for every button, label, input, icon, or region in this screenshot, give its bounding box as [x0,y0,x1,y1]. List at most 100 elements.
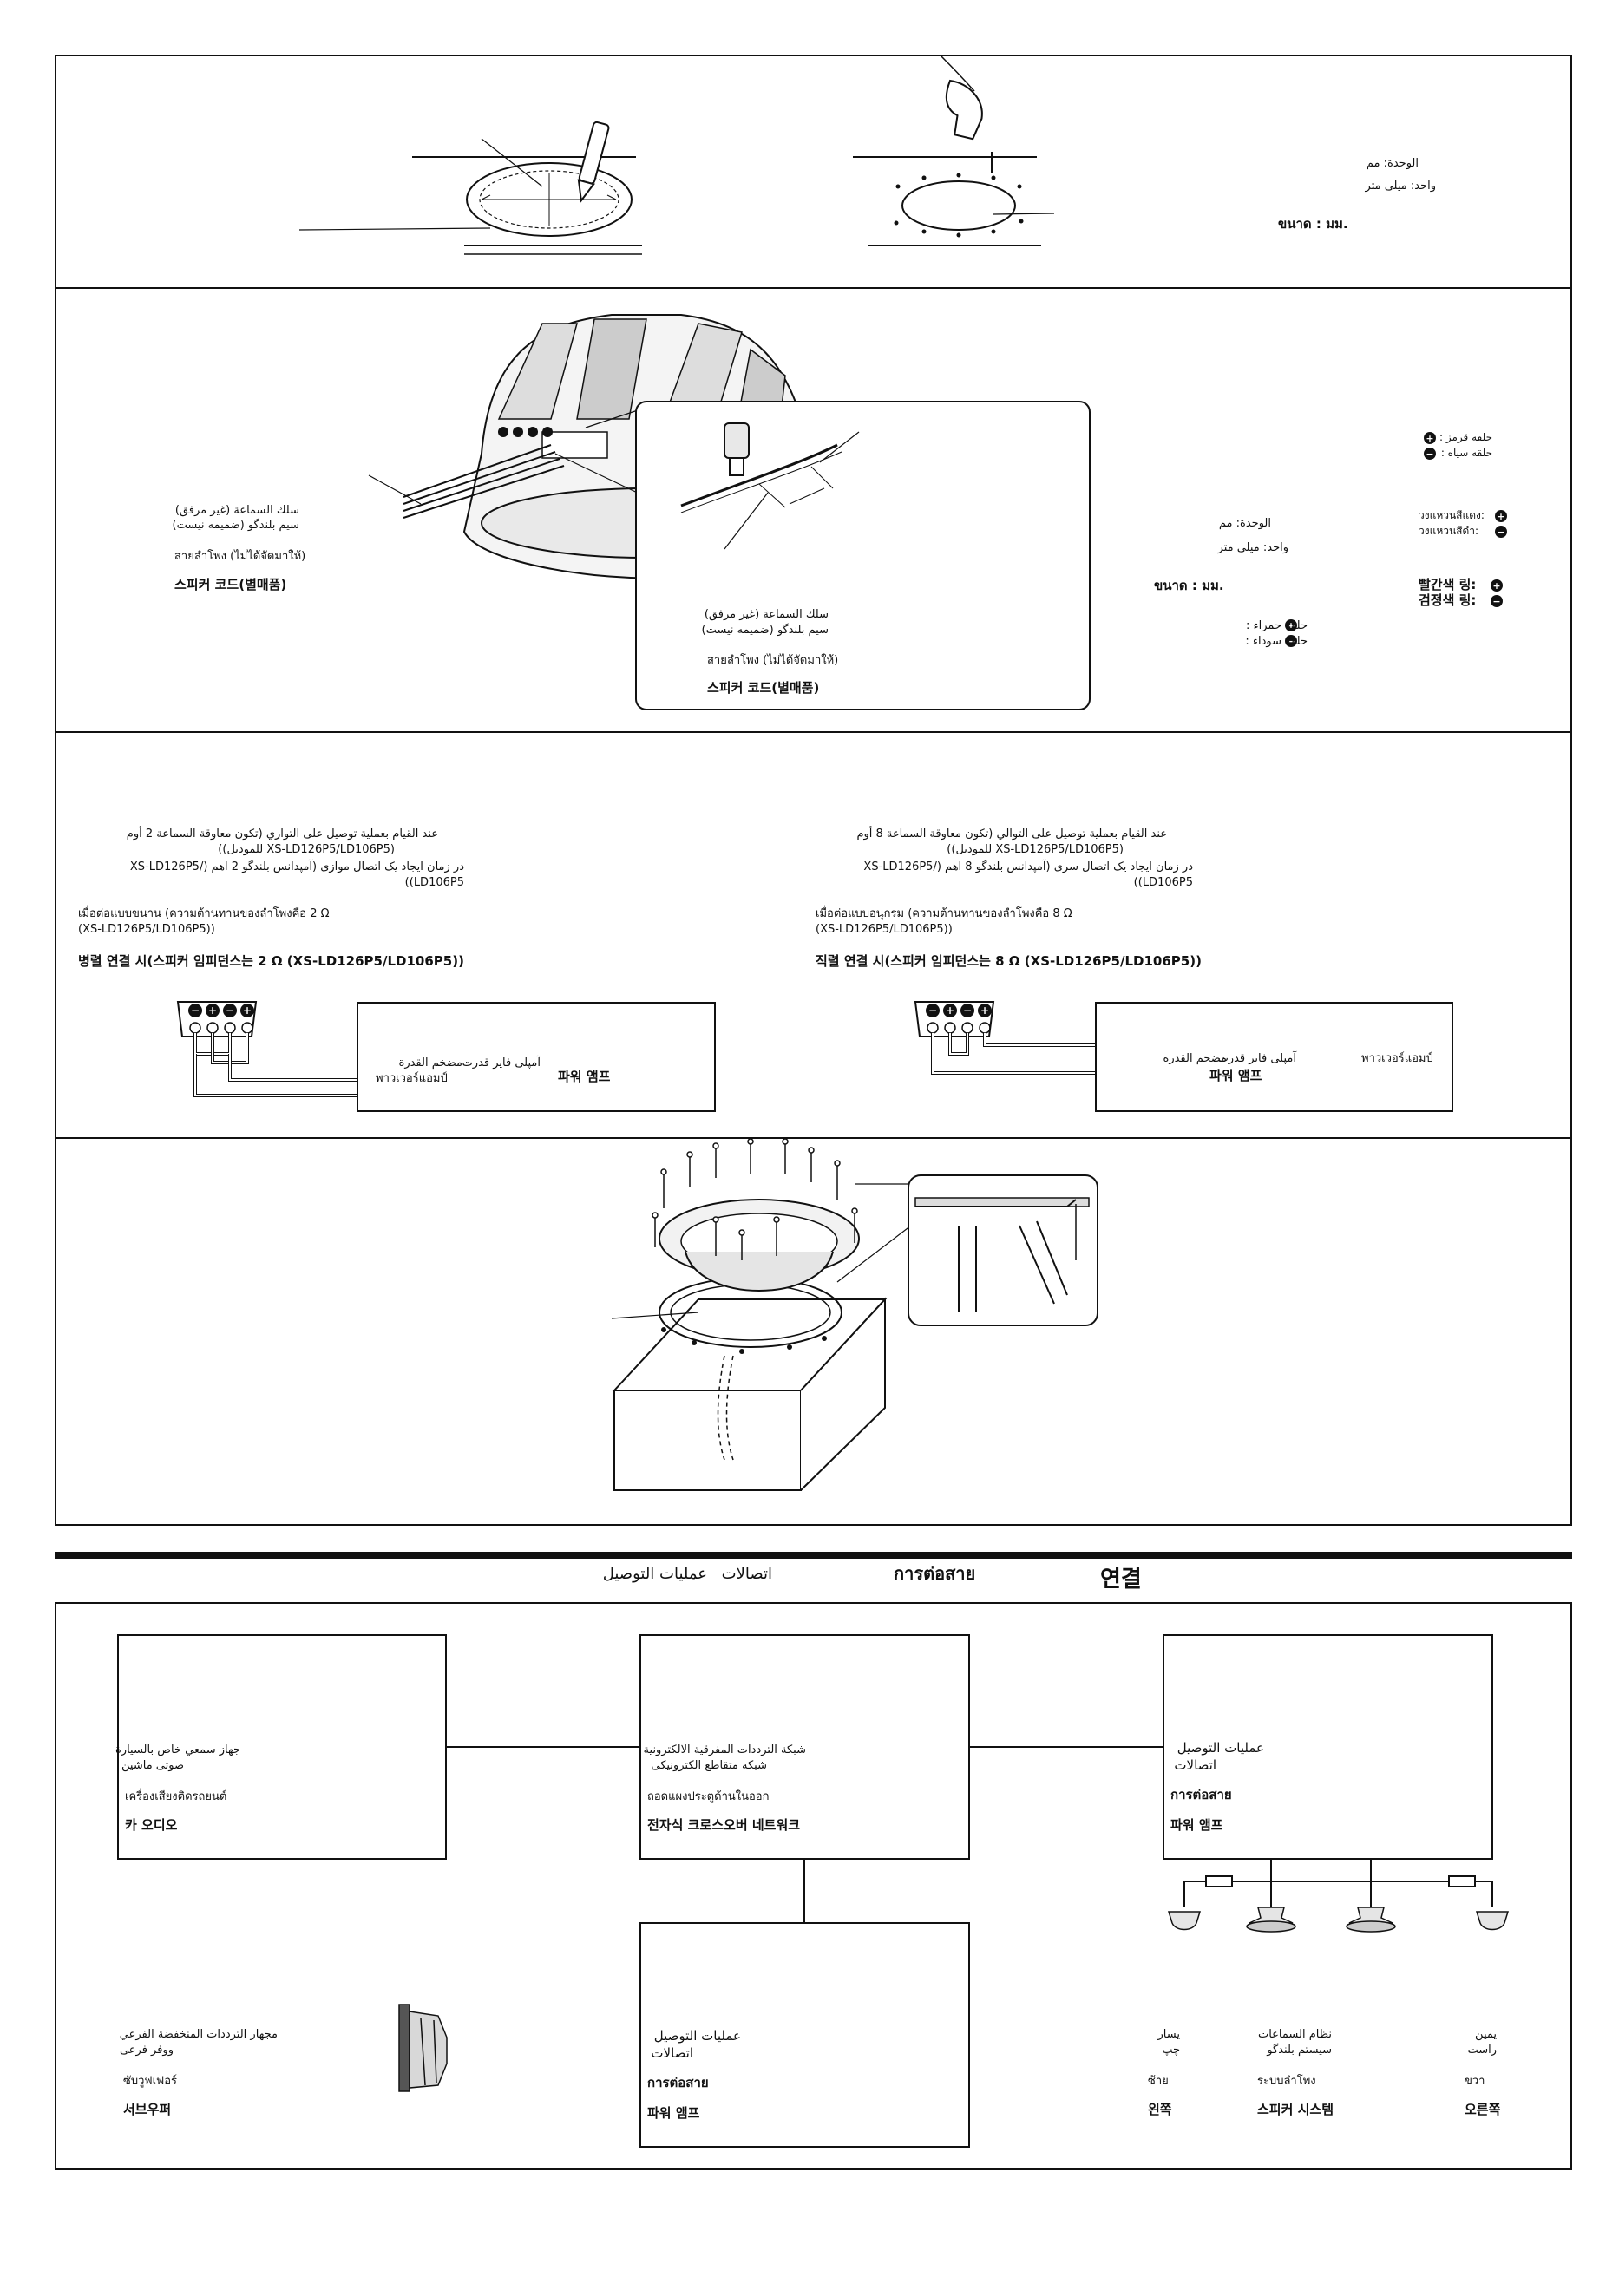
unit-label-ar: الوحدة: مم [1366,157,1419,170]
amp-bottom-ar: عمليات التوصيل [653,2028,741,2044]
panel-mounting [55,1137,1572,1526]
svg-text:−: − [963,1004,972,1017]
amp-bottom-box: عمليات التوصيل اتصالات การต่อสาย 파워 앰프 [639,1922,970,2148]
mid-unit-ar: الوحدة: مم [1218,517,1271,530]
ring-black-th: วงแหวนสีดำ: [1419,525,1479,537]
amp-right-ar: عمليات التوصيل [1177,1740,1264,1756]
connections-header-th: การต่อสาย [894,1563,976,1584]
right-ar: يمين [1475,2028,1497,2041]
parallel-text-ar2: (XS-LD126P5/LD106P5 للموديل)) [218,843,395,856]
ring-red-small: حلقة حمراء : [1246,619,1308,632]
speaker-system-ko: 스피커 시스템 [1257,2102,1334,2117]
parallel-amp-ko: 파워 앰프 [558,1069,611,1084]
crossover-th: ถอดแผงประตูด้านในออก [647,1790,770,1803]
amp-right-th: การต่อสาย [1170,1787,1232,1802]
svg-text:−: − [226,1004,234,1017]
car-audio-fa: صوتی ماشین [121,1759,184,1772]
car-audio-ar: جهاز سمعي خاص بالسيارة [115,1743,240,1756]
series-title-ko: 직렬 연결 시(스피커 임피던스는 8 Ω (XS-LD126P5/LD106P… [816,953,1202,969]
svg-text:−: − [1492,596,1500,607]
speaker-system-th: ระบบลำโพง [1257,2075,1316,2088]
ring-red-th: วงแหวนสีแดง: [1419,509,1485,521]
cable-label-ko: 스피커 코드(별매품) [174,577,287,592]
mounting-illustration [611,1138,1098,1491]
svg-text:+: + [1492,580,1500,592]
ring-red-ko: 빨간색 링: [1419,577,1477,592]
left-fa: چپ [1162,2044,1180,2057]
amp-bottom-fa: اتصالات [651,2045,693,2061]
svg-text:−: − [1426,448,1433,460]
left-th: ซ้าย [1148,2075,1169,2088]
series-amp-ar: مضخم القدرة [1163,1052,1227,1065]
parallel-amp-ar: مضخم القدرة [398,1056,462,1070]
series-amp-th: พาวเวอร์แอมป์ [1361,1052,1433,1065]
svg-text:+: + [980,1004,989,1017]
right-ko: 오른쪽 [1465,2102,1501,2117]
parallel-text-ar1: عند القيام بعملية توصيل على التوازي (تكو… [126,827,438,841]
crossover-ko: 전자식 크로스오버 네트워크 [647,1817,801,1833]
mid-unit-th: ขนาด : มม. [1154,578,1224,593]
series-text-fa2: LD106P5)) [1133,876,1193,889]
series-amp-fa: آمپلی فایر قدرت [1217,1052,1296,1065]
right-th: ขวา [1465,2075,1485,2088]
svg-text:+: + [946,1004,954,1017]
amp-right-ko: 파워 앰프 [1170,1817,1223,1833]
speaker-system-ar: نظام السماعات [1257,2028,1332,2041]
unit-label-th: ขนาด : มม. [1278,216,1348,232]
series-text-fa1: در زمان ایجاد یک اتصال سری (آمپدانس بلند… [863,860,1193,873]
panel-speaker-cables: + − + − + − + − سلك السماعة (غير مرفق) س… [55,287,1572,733]
car-audio-th: เครื่องเสียงติดรถยนต์ [125,1790,227,1803]
svg-text:−: − [928,1004,937,1017]
ring-black-ko: 검정색 링: [1419,592,1477,608]
connections-header-rule [55,1552,1572,1559]
svg-text:−: − [1287,636,1295,647]
ring-black-small: حلقة سوداء : [1245,635,1308,648]
left-ko: 왼쪽 [1148,2102,1172,2117]
mid-unit-fa: واحد: میلی متر [1217,541,1288,554]
subwoofer-ar: مجهار الترددات المنخفضة الفرعي [119,2028,278,2041]
parallel-amp-fa: آمپلی فایر قدرت [462,1056,541,1070]
svg-text:+: + [1426,433,1433,444]
ring-black-ar: حلقه سیاه : [1440,447,1492,459]
series-text-ar1: عند القيام بعملية توصيل على التوالي (تكو… [856,827,1167,841]
svg-text:+: + [1497,511,1504,522]
panel-wiring-modes: عند القيام بعملية توصيل على التوازي (تكو… [55,731,1572,1139]
right-fa: راست [1467,2044,1497,2057]
parallel-amp-th: พาวเวอร์แอมป์ [376,1072,448,1085]
parallel-title-ko: 병렬 연결 시(스피커 임피던스는 2 Ω (XS-LD126P5/LD106P… [78,953,464,969]
connections-header-ko: 연결 [1100,1567,1142,1593]
crossover-ar: شبكة الترددات المفرقية الالكترونية [643,1743,806,1756]
svg-text:+: + [243,1004,252,1017]
series-text-th1: เมื่อต่อแบบอนุกรม (ความต้านทานของลำโพงคื… [816,907,1072,920]
parallel-text-th1: เมื่อต่อแบบขนาน (ความต้านทานของลำโพงคือ … [78,907,330,920]
inset-cable-label-th: สายลำโพง (ไม่ได้จัดมาให้) [707,654,839,667]
ring-red-ar: حلقه قرمز : [1439,431,1492,443]
panel-cutout: الوحدة: مم واحد: میلی متر ขนาด : มม. [55,55,1572,289]
car-audio-ko: 카 오디오 [125,1817,178,1833]
series-text-ar2: (XS-LD126P5/LD106P5 للموديل)) [947,843,1124,856]
connections-header-fa: اتصالات [721,1565,772,1583]
amp-right-fa: اتصالات [1174,1757,1216,1773]
inset-cable-label-ko: 스피커 코드(별매품) [707,680,820,696]
svg-text:+: + [1287,620,1295,631]
speaker-rear-illustration: + − + − + − + − [368,314,1507,710]
cable-label-fa: سیم بلندگو (ضمیمه نیست) [172,519,299,532]
connection-lines [398,1746,1510,2092]
panel-connections: جهاز سمعي خاص بالسيارة صوتی ماشین เครื่อ… [55,1602,1572,2170]
crossover-fa: شبکه متقاطع الکترونیکی [651,1759,767,1772]
series-amp-ko: 파워 앰프 [1209,1068,1262,1083]
parallel-text-th2: (XS-LD126P5/LD106P5)) [78,923,215,936]
connections-header-ar: عمليات التوصيل [602,1565,707,1583]
car-audio-box: جهاز سمعي خاص بالسيارة صوتی ماشین เครื่อ… [115,1634,447,1860]
amp-bottom-ko: 파워 앰프 [647,2105,700,2121]
cable-label-th: สายลำโพง (ไม่ได้จัดมาให้) [174,550,306,563]
speaker-system-fa: سیستم بلندگو [1267,2044,1332,2057]
svg-text:−: − [191,1004,200,1017]
cutout-template-illustration [298,56,1055,255]
amp-bottom-th: การต่อสาย [647,2075,709,2090]
crossover-box: شبكة الترددات المفرقية الالكترونية شبکه … [639,1634,970,1860]
subwoofer-icon [398,2004,448,2092]
cable-label-ar: سلك السماعة (غير مرفق) [174,504,299,517]
parallel-text-fa1: در زمان ایجاد یک اتصال موازی (آمپدانس بل… [129,860,464,873]
subwoofer-ko: 서브우퍼 [123,2102,172,2117]
